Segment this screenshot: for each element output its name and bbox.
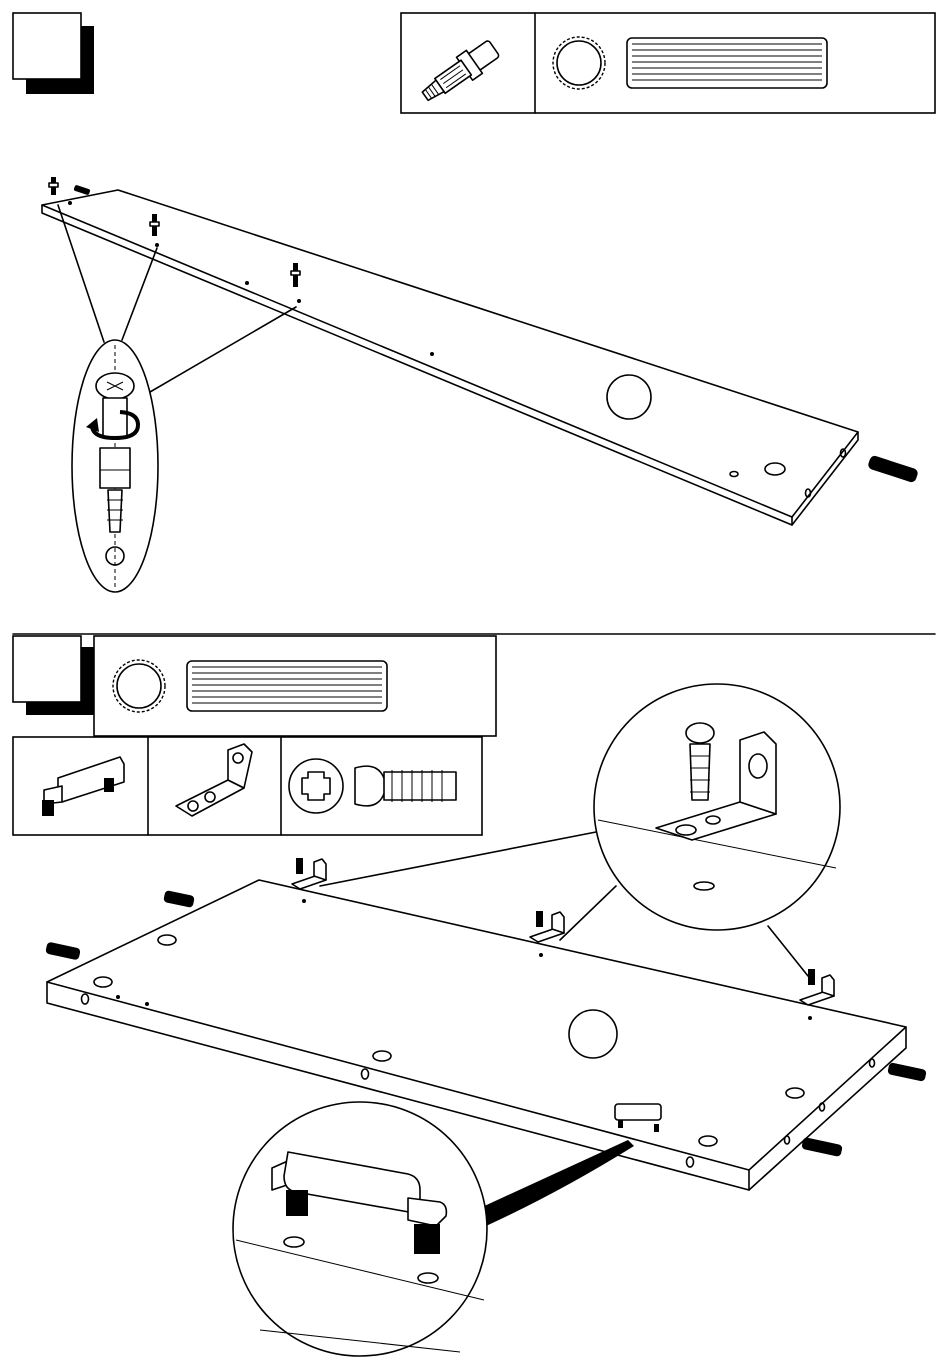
- foot-glide-detail-callout: [233, 1102, 487, 1356]
- step-1-number-box: [13, 13, 94, 94]
- step-1: [13, 13, 935, 592]
- dowel-3: [887, 1062, 927, 1082]
- step-2: [13, 634, 935, 1356]
- dowel-1: [163, 890, 195, 908]
- dowel-4: [801, 1137, 843, 1157]
- dowel-2: [45, 942, 81, 961]
- cam-bolt-small-1: [49, 177, 58, 195]
- step-1-parts-box: [401, 13, 935, 113]
- bracket-detail-callout: [594, 684, 840, 930]
- cam-bolt-detail-callout: [72, 340, 158, 592]
- wood-dowel-icon: [627, 38, 827, 88]
- bracket-with-screw-3: [800, 969, 834, 1005]
- step-2-number-box: [13, 636, 94, 715]
- bracket-with-screw-1: [292, 858, 326, 889]
- step-2-parts-box-bottom: [13, 737, 482, 835]
- long-narrow-panel: [42, 190, 858, 525]
- wood-dowel-icon-2: [187, 661, 387, 711]
- dowel-small-1: [73, 185, 90, 196]
- bracket-with-screw-2: [530, 911, 564, 942]
- dowel-end-view-icon-2: [113, 660, 165, 712]
- dowel-right-end: [867, 455, 919, 484]
- dowel-end-view-icon: [553, 37, 605, 89]
- foot-detail-leader: [480, 1140, 634, 1226]
- step-2-parts-box-top: [94, 636, 496, 736]
- wide-panel: [47, 880, 906, 1190]
